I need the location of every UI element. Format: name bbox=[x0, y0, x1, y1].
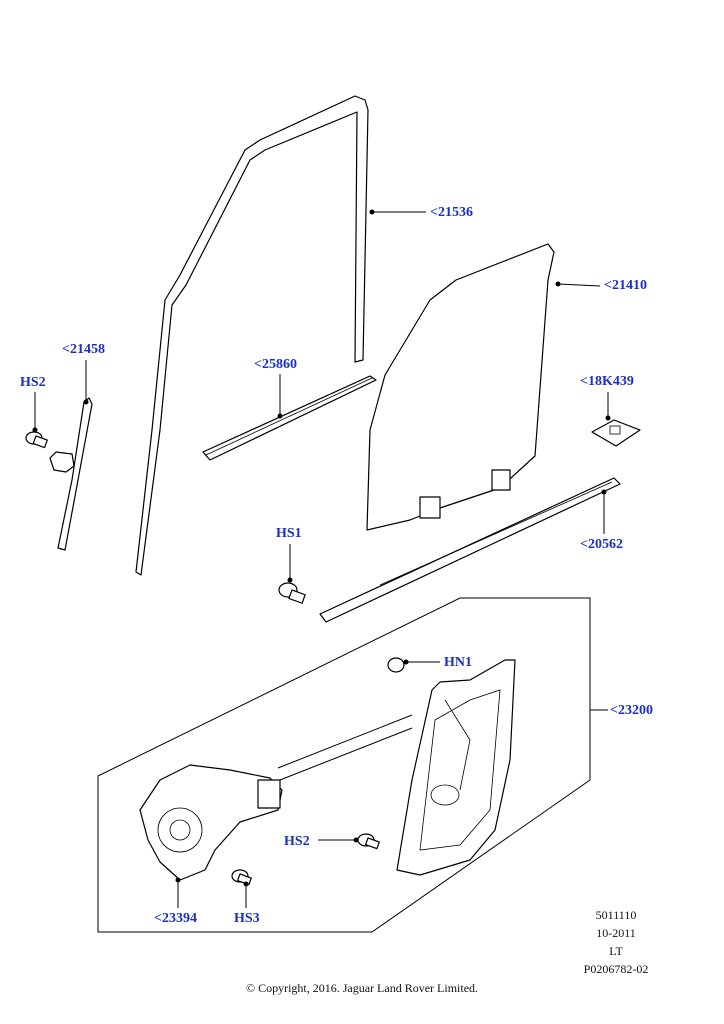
callout-25860[interactable]: <25860 bbox=[254, 357, 297, 372]
drawing-variant: LT bbox=[609, 944, 623, 958]
bolt-hs2-lower-part bbox=[357, 833, 380, 850]
callout-hs1[interactable]: HS1 bbox=[276, 526, 302, 541]
window-regulator-part bbox=[396, 659, 516, 876]
callout-hs2-lower[interactable]: HS2 bbox=[284, 834, 310, 849]
drawing-date: 10-2011 bbox=[596, 926, 636, 940]
leader-lines bbox=[32, 209, 611, 908]
callout-21536[interactable]: <21536 bbox=[430, 205, 473, 220]
callout-hs3[interactable]: HS3 bbox=[234, 911, 260, 926]
bolt-hs3-part bbox=[231, 869, 252, 886]
nut-hn1-part bbox=[387, 657, 405, 673]
grommet-part bbox=[591, 419, 641, 447]
window-motor-part bbox=[139, 764, 283, 881]
callout-23394[interactable]: <23394 bbox=[154, 911, 197, 926]
copyright-notice: © Copyright, 2016. Jaguar Land Rover Lim… bbox=[245, 981, 479, 995]
door-glass-part bbox=[366, 243, 555, 531]
callout-21410[interactable]: <21410 bbox=[604, 278, 647, 293]
drawing-code: 5011110 bbox=[595, 908, 637, 922]
drawing-reference: P0206782-02 bbox=[583, 962, 649, 976]
front-seal-strip-part bbox=[49, 397, 93, 551]
callout-hs2-left[interactable]: HS2 bbox=[20, 375, 46, 390]
glass-run-seal-part bbox=[135, 95, 369, 576]
inner-belt-weatherstrip-part bbox=[202, 375, 377, 461]
assembly-link-line bbox=[277, 714, 413, 781]
outer-belt-weatherstrip-part bbox=[319, 477, 621, 623]
bolt-hs1-part bbox=[278, 582, 306, 604]
callout-hn1[interactable]: HN1 bbox=[444, 655, 472, 670]
callout-20562[interactable]: <20562 bbox=[580, 537, 623, 552]
callout-21458[interactable]: <21458 bbox=[62, 342, 105, 357]
callout-18k439[interactable]: <18K439 bbox=[580, 374, 634, 389]
callout-23200[interactable]: <23200 bbox=[610, 703, 653, 718]
regulator-assembly-outline bbox=[97, 597, 591, 933]
bolt-hs2-left-part bbox=[25, 431, 48, 449]
